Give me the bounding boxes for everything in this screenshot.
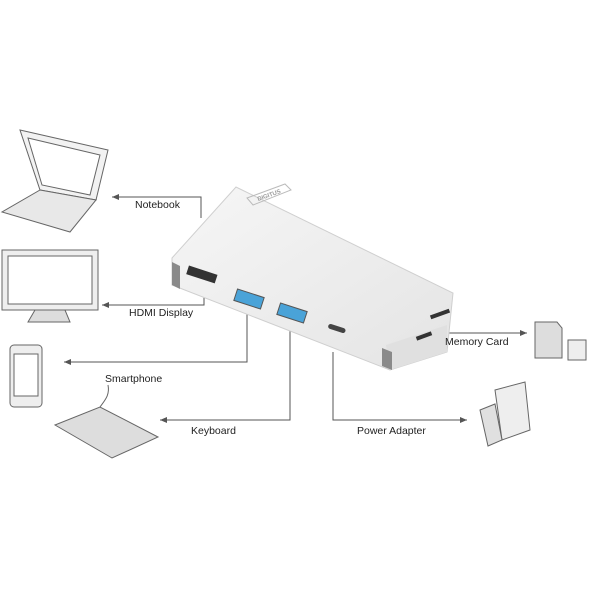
power-adapter-label: Power Adapter bbox=[357, 425, 426, 437]
memory-card-label: Memory Card bbox=[445, 336, 509, 348]
smartphone-connector-line bbox=[64, 312, 248, 365]
monitor-icon bbox=[1, 249, 99, 323]
usb-hub-device: DIGITUS bbox=[171, 183, 454, 371]
usb-c-port bbox=[328, 323, 346, 333]
keyboard-icon bbox=[53, 384, 160, 459]
brand-logo-badge bbox=[246, 183, 292, 206]
keyboard-connector-line bbox=[160, 328, 291, 423]
microsd-slot bbox=[415, 331, 433, 341]
usb-port-1 bbox=[233, 288, 265, 310]
usb-port-2 bbox=[276, 302, 308, 324]
smartphone-icon bbox=[9, 344, 43, 408]
smartphone-label: Smartphone bbox=[105, 373, 163, 385]
sd-card-slot bbox=[429, 308, 451, 320]
notebook-connector-line bbox=[112, 194, 202, 218]
hdmi-port bbox=[186, 265, 218, 284]
power-connector-line bbox=[332, 352, 467, 423]
power-adapter-icon bbox=[479, 381, 531, 447]
notebook-label: Notebook bbox=[135, 199, 180, 211]
brand-logo: DIGITUS bbox=[257, 189, 282, 203]
keyboard-label: Keyboard bbox=[191, 425, 236, 437]
memory-card-icon bbox=[534, 321, 587, 361]
hdmi-connector-line bbox=[102, 292, 205, 308]
notebook-icon bbox=[0, 129, 109, 233]
hdmi-display-label: HDMI Display bbox=[129, 307, 194, 319]
